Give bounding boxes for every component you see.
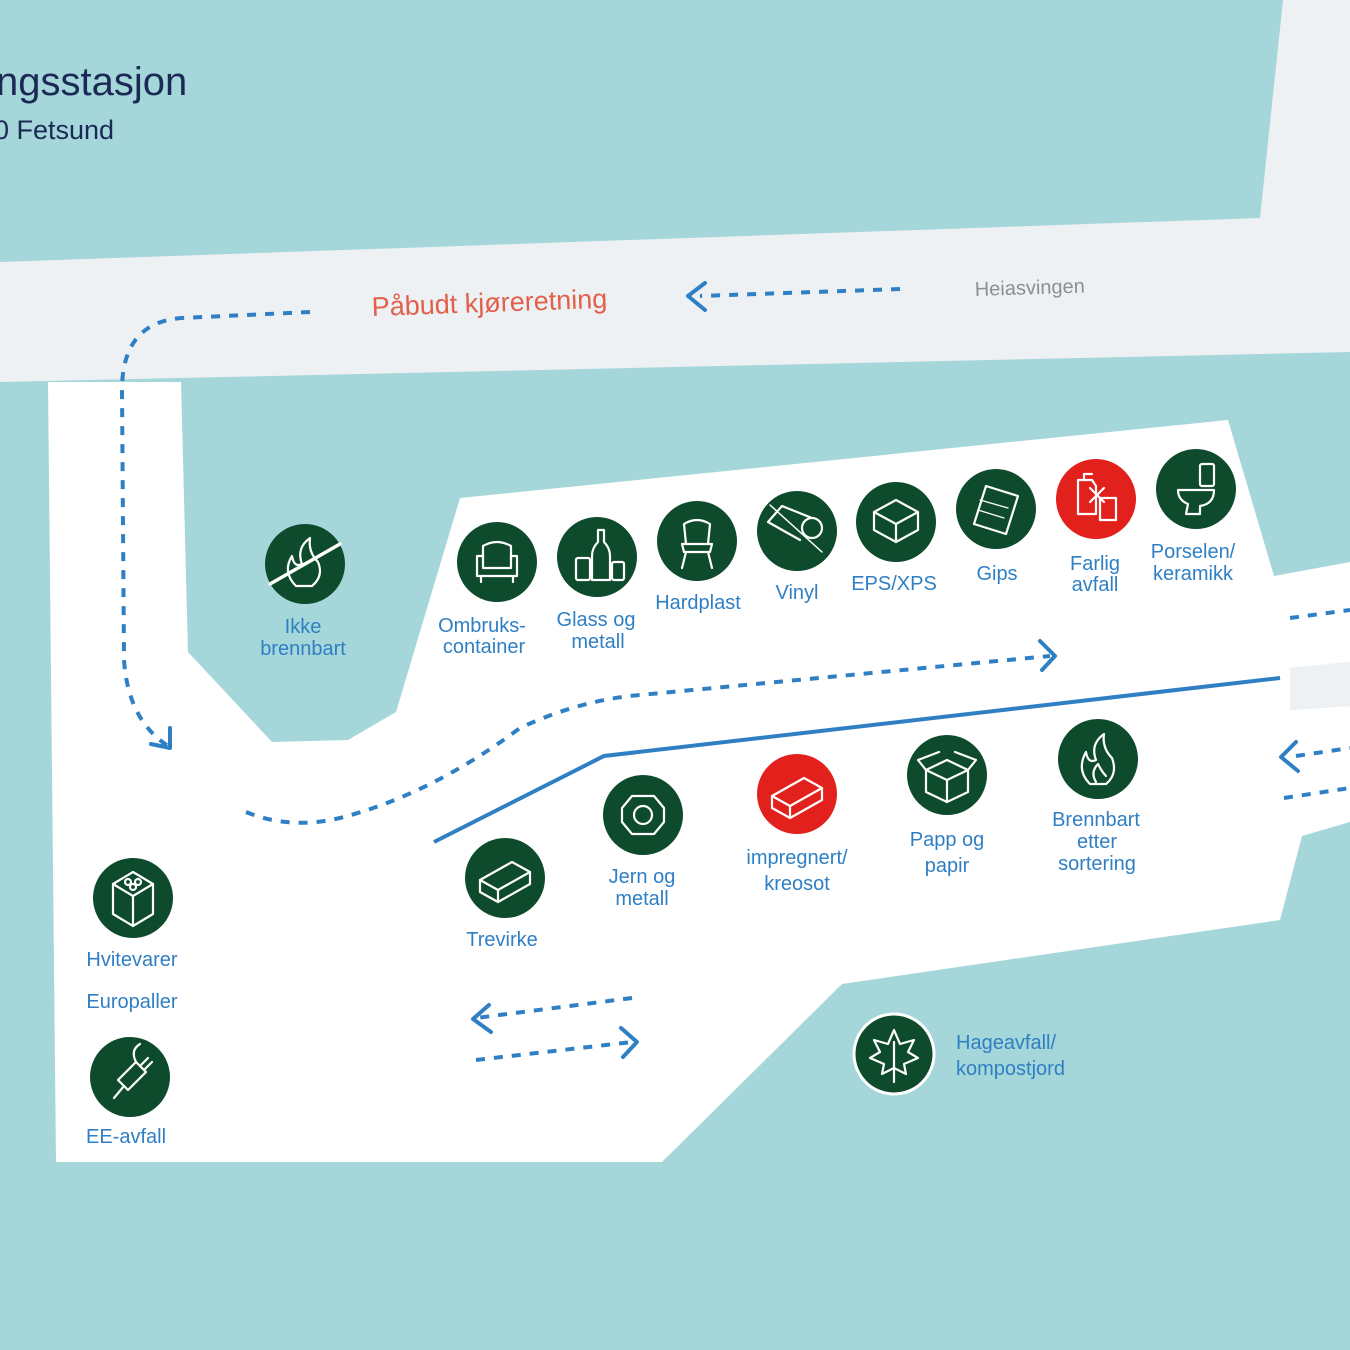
station-area — [48, 382, 1350, 1162]
station-impregnert-kreosot: impregnert/ kreosot — [746, 754, 848, 895]
label-line-2: metall — [571, 631, 624, 653]
vinyl-roll-icon — [766, 504, 824, 553]
label-line-1: Hageavfall/ — [956, 1032, 1057, 1054]
station-hageavfall-kompostjord: Hageavfall/ kompostjord — [852, 1012, 1065, 1096]
hazard-canister-icon — [1076, 472, 1118, 522]
label-line-1: Glass og — [557, 609, 636, 631]
label-line-1: impregnert/ — [746, 847, 848, 869]
station-hardplast: Hardplast — [655, 501, 741, 614]
yard-flow-left-dashes — [475, 996, 633, 1020]
bottles-icon — [574, 528, 626, 582]
label-line-2: kompostjord — [956, 1058, 1065, 1080]
label-line-1: Europaller — [86, 991, 178, 1013]
road-flow-arrowhead — [686, 281, 707, 312]
station-eps-xps: EPS/XPS — [851, 482, 937, 595]
treated-wood-icon — [770, 776, 824, 820]
address: 0 Fetsund — [0, 115, 114, 145]
station-glass-og-metall: Glass og metall — [557, 517, 637, 653]
label-line-1: Trevirke — [466, 929, 537, 951]
label-line-1: Farlig — [1070, 553, 1120, 575]
label-line-2: keramikk — [1153, 563, 1234, 585]
cardboard-box-icon — [916, 750, 978, 804]
label-line-2: papir — [925, 855, 970, 877]
wood-plank-icon — [478, 860, 532, 904]
main-flow-arrowhead — [1038, 639, 1057, 672]
flame-icon — [1080, 732, 1116, 786]
label-line-2: avfall — [1072, 574, 1119, 596]
station-gips: Gips — [956, 469, 1036, 585]
yard-flow-right-dashes — [475, 1040, 633, 1062]
east-flow-arrowhead — [1279, 740, 1300, 773]
station-europaller: Europaller — [86, 991, 178, 1013]
label-line-2: brennbart — [260, 638, 346, 660]
station-trevirke: Trevirke — [465, 838, 545, 951]
station-ee-avfall: EE-avfall — [86, 1037, 170, 1148]
label-line-1: Hvitevarer — [86, 949, 177, 971]
label-line-2: container — [443, 636, 526, 658]
station-brennbart-etter-sortering: Brennbart etter sortering — [1052, 719, 1140, 875]
label-line-1: Papp og — [910, 829, 985, 851]
label-line-1: Vinyl — [776, 582, 819, 604]
label-line-2: kreosot — [764, 873, 830, 895]
roads — [0, 0, 1350, 710]
main-road-heiasvingen — [0, 0, 1350, 382]
no-fire-icon — [268, 536, 342, 588]
yard-flow-left-arrowhead — [471, 1003, 493, 1034]
eps-block-icon — [872, 498, 920, 544]
label-line-1: Ombruks- — [438, 615, 526, 637]
entry-flow-arrowhead — [149, 726, 172, 750]
station-farlig-avfall: Farlig avfall — [1056, 459, 1136, 596]
station-hvitevarer: Hvitevarer — [86, 858, 178, 971]
label-line-1: Gips — [976, 563, 1017, 585]
lane-divider-line — [433, 676, 1281, 844]
main-flow-dashes — [245, 654, 1051, 825]
toilet-icon — [1176, 462, 1216, 516]
yard-flow-right-arrowhead — [619, 1026, 639, 1059]
label-line-1: EPS/XPS — [851, 573, 937, 595]
page-title: ngsstasjon — [0, 60, 187, 104]
label-line-3: sortering — [1058, 853, 1136, 875]
nut-icon — [620, 794, 666, 836]
label-line-1: Ikke — [285, 616, 322, 638]
label-line-1: Jern og — [609, 866, 676, 888]
armchair-icon — [475, 540, 519, 584]
plug-icon — [112, 1042, 154, 1100]
stove-icon — [111, 870, 155, 928]
plastic-chair-icon — [680, 518, 714, 570]
station-jern-og-metall: Jern og metall — [603, 775, 683, 910]
gypsum-board-icon — [972, 484, 1020, 536]
station-vinyl: Vinyl — [757, 491, 837, 604]
label-line-2: etter — [1077, 831, 1117, 853]
road-flow-dashes — [699, 287, 901, 298]
traffic-flow — [119, 281, 1350, 1062]
label-line-1: EE-avfall — [86, 1126, 166, 1148]
east-exit-dashes — [1283, 786, 1350, 800]
station-papp-og-papir: Papp og papir — [907, 735, 987, 877]
station-ombruks-container: Ombruks- container — [438, 522, 537, 658]
station-ikke-brennbart: Ikke brennbart — [260, 524, 346, 660]
label-line-2: metall — [615, 888, 668, 910]
label-line-1: Porselen/ — [1151, 541, 1236, 563]
street-name: Heiasvingen — [974, 276, 1085, 301]
station-porselen-keramikk: Porselen/ keramikk — [1151, 449, 1236, 585]
label-line-1: Brennbart — [1052, 809, 1140, 831]
label-line-1: Hardplast — [655, 592, 741, 614]
leaf-icon — [868, 1028, 920, 1084]
east-road-spur — [1290, 662, 1350, 710]
